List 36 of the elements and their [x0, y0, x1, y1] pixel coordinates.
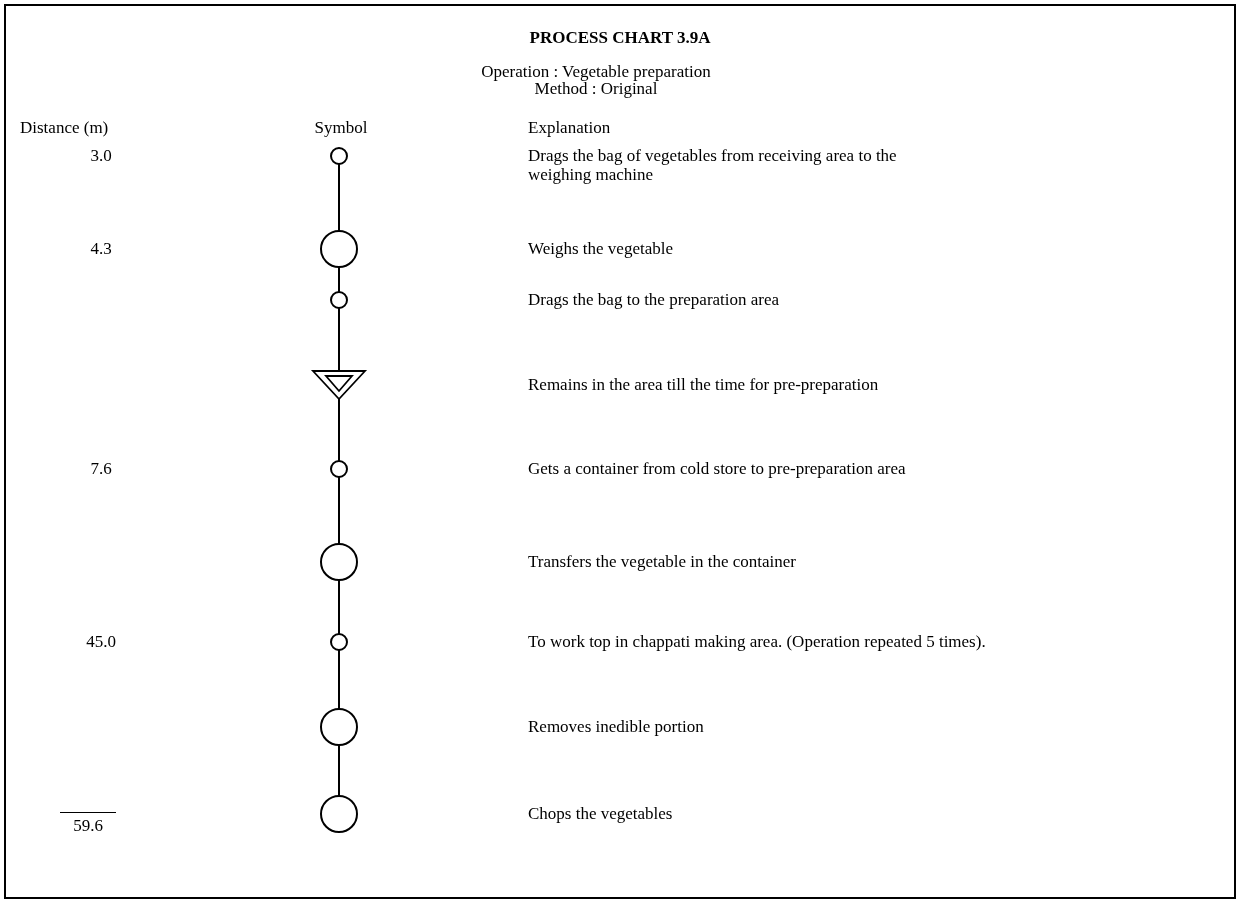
step-description: To work top in chappati making area. (Operation repeated 5 times).: [528, 632, 987, 651]
distance-value: 3.0: [89, 146, 113, 165]
step-description: Remains in the area till the time for pre-preparation: [528, 375, 880, 394]
transport-circle: [330, 147, 348, 165]
column-header: Explanation: [528, 118, 612, 137]
operation-circle: [320, 795, 358, 833]
connector-line: [338, 744, 340, 797]
operation-circle: [320, 708, 358, 746]
connector-line: [338, 579, 340, 635]
distance-value: 45.0: [85, 632, 117, 651]
operation-circle: [320, 543, 358, 581]
transport-circle: [330, 291, 348, 309]
step-description: Removes inedible portion: [528, 717, 705, 736]
step-description: Transfers the vegetable in the container: [528, 552, 797, 571]
total-distance: 59.6: [72, 816, 104, 835]
transport-circle: [330, 460, 348, 478]
distance-value: 7.6: [89, 459, 113, 478]
step-description: Drags the bag of vegetables from receiving area to the weighing machine: [528, 146, 898, 184]
step-description: Chops the vegetables: [528, 804, 674, 823]
connector-line: [338, 307, 340, 372]
distance-value: 4.3: [89, 239, 113, 258]
operation-circle: [320, 230, 358, 268]
connector-line: [338, 649, 340, 710]
column-header: Distance (m): [20, 118, 110, 137]
step-description: Weighs the vegetable: [528, 239, 674, 258]
connector-line: [338, 476, 340, 545]
subtitle: Operation : Vegetable preparation: [480, 62, 712, 81]
step-description: Drags the bag to the preparation area: [528, 290, 781, 309]
chart-title: PROCESS CHART 3.9A: [528, 28, 712, 47]
step-description: Gets a container from cold store to pre-preparation area: [528, 459, 907, 478]
transport-circle: [330, 633, 348, 651]
column-header: Symbol: [313, 118, 369, 137]
storage-triangle: [312, 370, 366, 400]
connector-line: [338, 163, 340, 232]
connector-line: [338, 266, 340, 293]
connector-line: [338, 398, 340, 462]
